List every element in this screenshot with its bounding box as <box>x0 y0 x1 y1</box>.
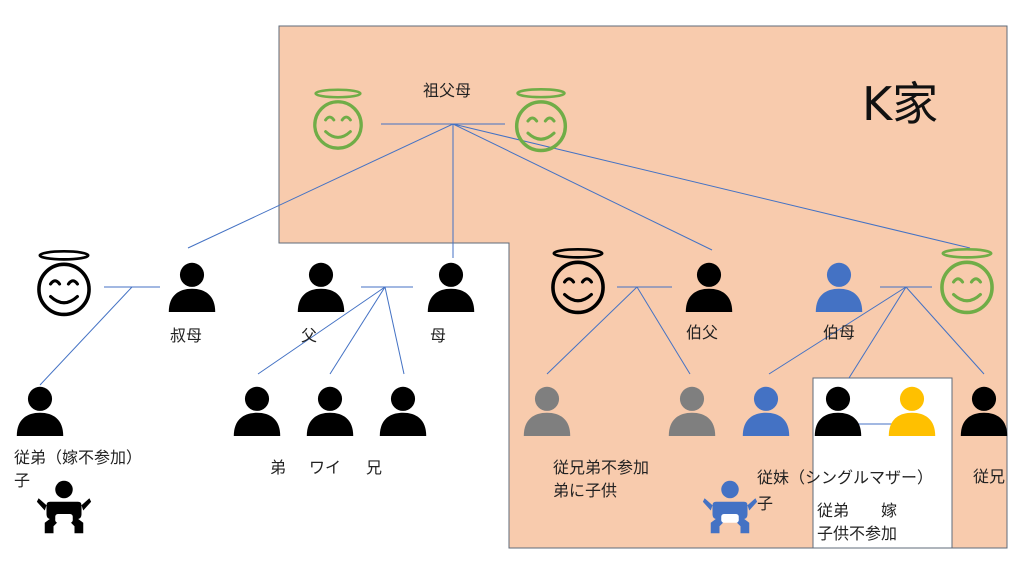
cousin-right-note: 子供不参加 <box>817 524 897 543</box>
older-brother-label: 兄 <box>366 458 382 477</box>
cousin-sister-label: 従妹（シングルマザー） <box>757 468 933 487</box>
uncle-left-halo-smiley-icon <box>37 250 91 317</box>
aunt-left-person-icon <box>168 262 216 312</box>
uncle-label: 伯父 <box>686 323 718 342</box>
aunt-right-label: 伯母 <box>823 323 855 342</box>
older-cousin-label: 従兄 <box>973 467 1005 486</box>
father-person-icon <box>297 262 345 312</box>
cousin-sister-child-label: 子 <box>757 494 773 513</box>
family-title: K家 <box>862 77 938 131</box>
cousin-right-label: 従弟 嫁 <box>817 501 897 520</box>
cousin-left-label: 従弟（嫁不参加） <box>14 448 142 467</box>
father-label: 父 <box>301 326 317 345</box>
aunt-left-label: 叔母 <box>170 326 202 345</box>
cousin-left-child-baby-icon <box>36 480 92 534</box>
cousins-mid-label: 従兄弟不参加 <box>553 458 649 477</box>
older-brother-person-icon <box>379 386 427 436</box>
mother-person-icon <box>427 262 475 312</box>
grandparents-label: 祖父母 <box>423 81 471 100</box>
cousins-mid-note: 弟に子供 <box>553 481 617 500</box>
connector-lines <box>39 123 985 425</box>
younger-brother-label: 弟 <box>270 458 286 477</box>
cousin-left-child-label: 子 <box>14 471 30 490</box>
younger-brother-person-icon <box>233 386 281 436</box>
cousin-left-person-icon <box>16 386 64 436</box>
mother-label: 母 <box>430 326 446 345</box>
me-label: ワイ <box>309 458 341 477</box>
me-person-icon <box>306 386 354 436</box>
